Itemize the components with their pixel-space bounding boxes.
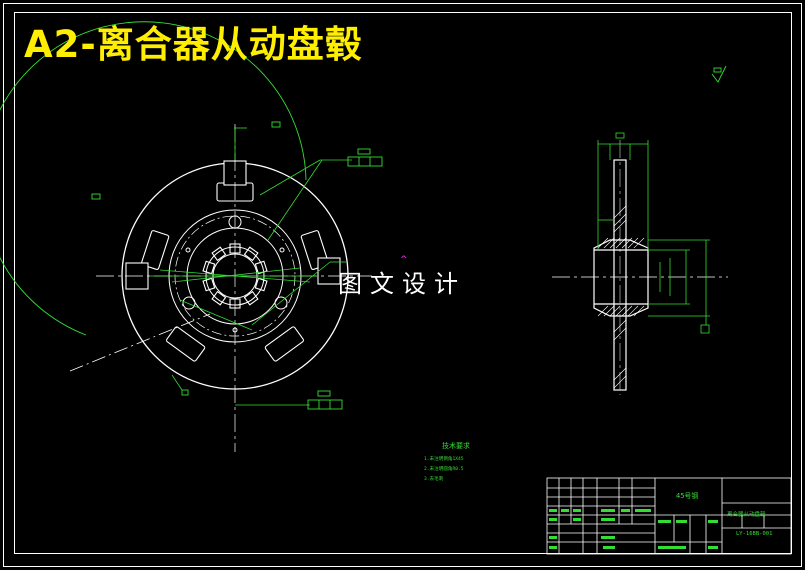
drawing-title: A2-离合器从动盘毂 bbox=[24, 23, 363, 66]
technical-requirement-line: 2.未注明圆角R0.5 bbox=[424, 467, 464, 472]
watermark-text: 图文设计 bbox=[338, 270, 466, 298]
technical-requirement-line: 1.未注明倒角1X45 bbox=[424, 457, 464, 462]
front-view bbox=[0, 21, 383, 452]
section-dimensions bbox=[597, 132, 710, 334]
title-block-material: 45号钢 bbox=[676, 492, 699, 500]
drawing-frame bbox=[3, 3, 802, 567]
technical-requirements-heading: 技术要求 bbox=[442, 442, 470, 450]
title-block-part-name: 离合器从动盘毂 bbox=[727, 512, 766, 518]
tolerance-frames bbox=[91, 121, 383, 410]
title-block-drawing-no: LY-16BB-001 bbox=[736, 531, 773, 537]
technical-requirement-line: 3.去毛刺 bbox=[424, 477, 444, 482]
section-view bbox=[552, 65, 728, 395]
section-hatch bbox=[597, 205, 645, 389]
outer-arc-outline bbox=[0, 21, 307, 336]
title-block-filler bbox=[549, 509, 718, 549]
title-block-grid bbox=[546, 477, 792, 555]
cursor-mark: ^ bbox=[400, 255, 408, 265]
roughness-symbol bbox=[711, 65, 727, 83]
dimension-lines bbox=[150, 127, 352, 406]
